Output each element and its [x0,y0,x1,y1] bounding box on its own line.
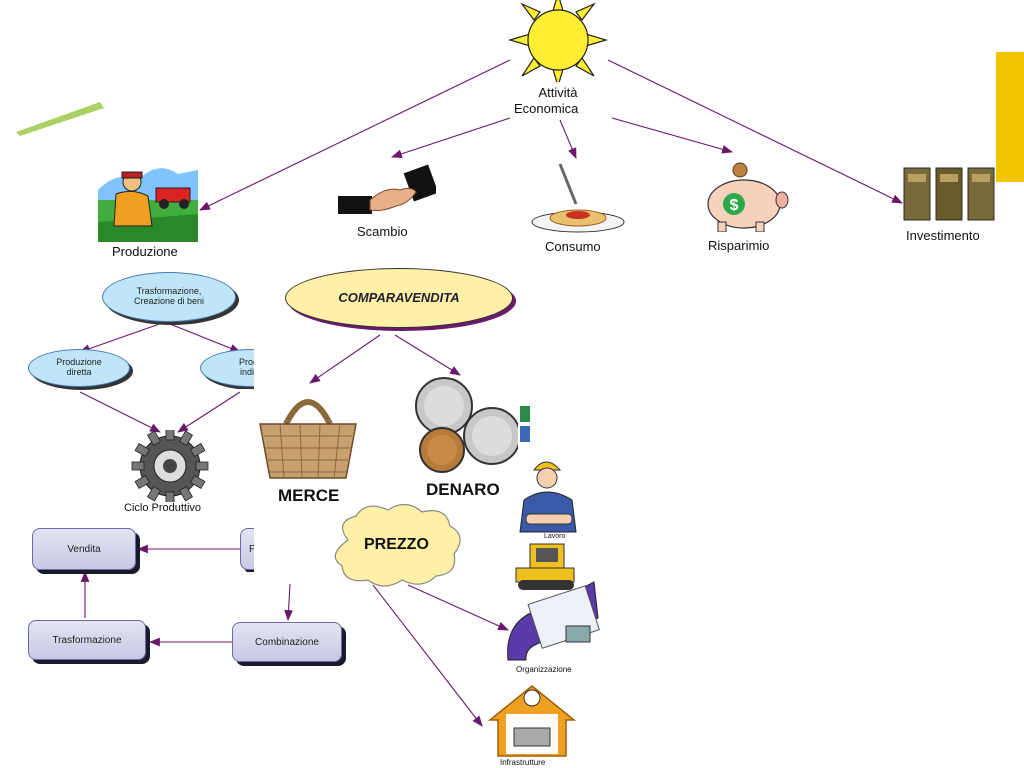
node-diretta-line1: Produzione [56,357,102,368]
spaghetti-plate-icon [531,163,625,233]
box-partial-label: F [249,543,254,555]
box-vendita: Vendita [32,528,136,570]
box-combinazione: Combinazione [232,622,342,662]
node-indiretta-line1: Produ [238,357,254,368]
infrastructure-house-icon [487,685,577,757]
node-trasformazione: Trasformazione, Creazione di beni [102,272,236,322]
gear-icon [131,430,209,502]
node-trasformazione-line2: Creazione di beni [133,296,205,306]
label-merce: MERCE [278,486,340,505]
node-compravendita-label: COMPARAVENDITA [338,289,460,305]
node-produzione-indiretta: Produ indire [200,349,254,387]
decorative-streak [16,102,104,136]
piggy-bank-icon: $ [707,162,789,232]
handshake-icon [338,164,436,214]
node-diretta-line2: diretta [66,367,92,377]
basket-icon [259,399,357,479]
label-infrastrutture: Infrastrutture [500,758,546,767]
label-denaro: DENARO [426,480,500,499]
node-produzione-indiretta-clip: Produ indire [200,349,254,389]
accent-bar [996,52,1024,182]
node-trasformazione-line1: Trasformazione, [136,286,202,297]
activity-scambio: Scambio [357,224,408,239]
node-produzione-diretta: Produzione diretta [28,349,130,387]
activity-consumo: Consumo [545,239,601,254]
box-vendita-label: Vendita [67,543,101,555]
activity-risparmio: Risparimio [708,238,770,253]
farmer-illustration [98,160,198,242]
label-lavoro: Lavoro [544,533,566,540]
organization-icon [507,581,600,661]
gold-bars-icon [903,167,995,221]
box-partial-clip: F [240,528,254,572]
box-trasformazione: Trasformazione [28,620,146,660]
coins-icon [415,377,521,473]
worker-icon [519,461,577,533]
center-label: Attività [530,85,586,100]
label-organizzazione: Organizzazione [516,665,572,674]
bulldozer-icon [515,543,575,590]
center-label-line1: Attività [538,85,578,100]
activity-produzione: Produzione [112,244,178,259]
activity-investimento: Investimento [906,228,980,243]
partial-image-strip [518,390,532,452]
box-combinazione-label: Combinazione [255,636,319,648]
node-compravendita: COMPARAVENDITA [285,268,513,328]
label-ciclo-produttivo: Ciclo Produttivo [124,502,202,514]
sun-icon [508,0,608,82]
box-trasformazione-label: Trasformazione [52,634,122,646]
node-indiretta-line2: indire [239,367,254,377]
prezzo-cloud [334,503,461,587]
svg-text:$: $ [730,197,739,214]
box-partial: F [240,528,254,570]
label-prezzo: PREZZO [364,536,429,553]
center-label-line2: Economica [514,101,579,116]
